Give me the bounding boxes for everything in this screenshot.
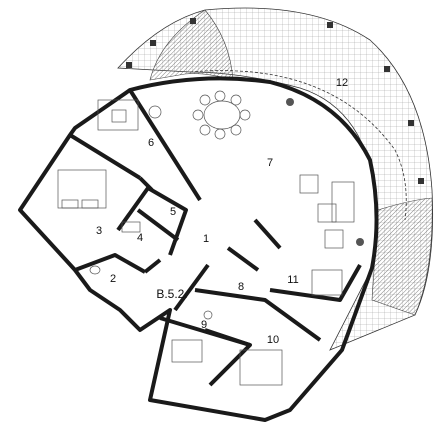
room-label-6: 6	[148, 137, 154, 149]
column	[286, 98, 294, 106]
walls	[18, 76, 379, 422]
room-label-11: 11	[287, 274, 298, 286]
furniture	[57, 90, 355, 386]
unit-label: B.5.2.	[156, 287, 187, 301]
planter-right	[371, 197, 433, 316]
room-label-7: 7	[267, 157, 273, 169]
room-labels: 1 2 3 4 5 6 7 8 9 10 11 12 B.5.2.	[96, 77, 348, 346]
room-label-12: 12	[336, 77, 348, 89]
room-label-9: 9	[201, 319, 207, 331]
room-label-8: 8	[238, 281, 244, 293]
terrace	[117, 7, 434, 351]
planter-top	[149, 9, 234, 81]
room-label-3: 3	[96, 225, 102, 237]
room-label-5: 5	[170, 206, 176, 218]
room-label-10: 10	[267, 334, 279, 346]
room-label-4: 4	[137, 232, 143, 244]
column	[356, 238, 364, 246]
room-label-1: 1	[203, 233, 209, 245]
room-label-2: 2	[110, 273, 116, 285]
